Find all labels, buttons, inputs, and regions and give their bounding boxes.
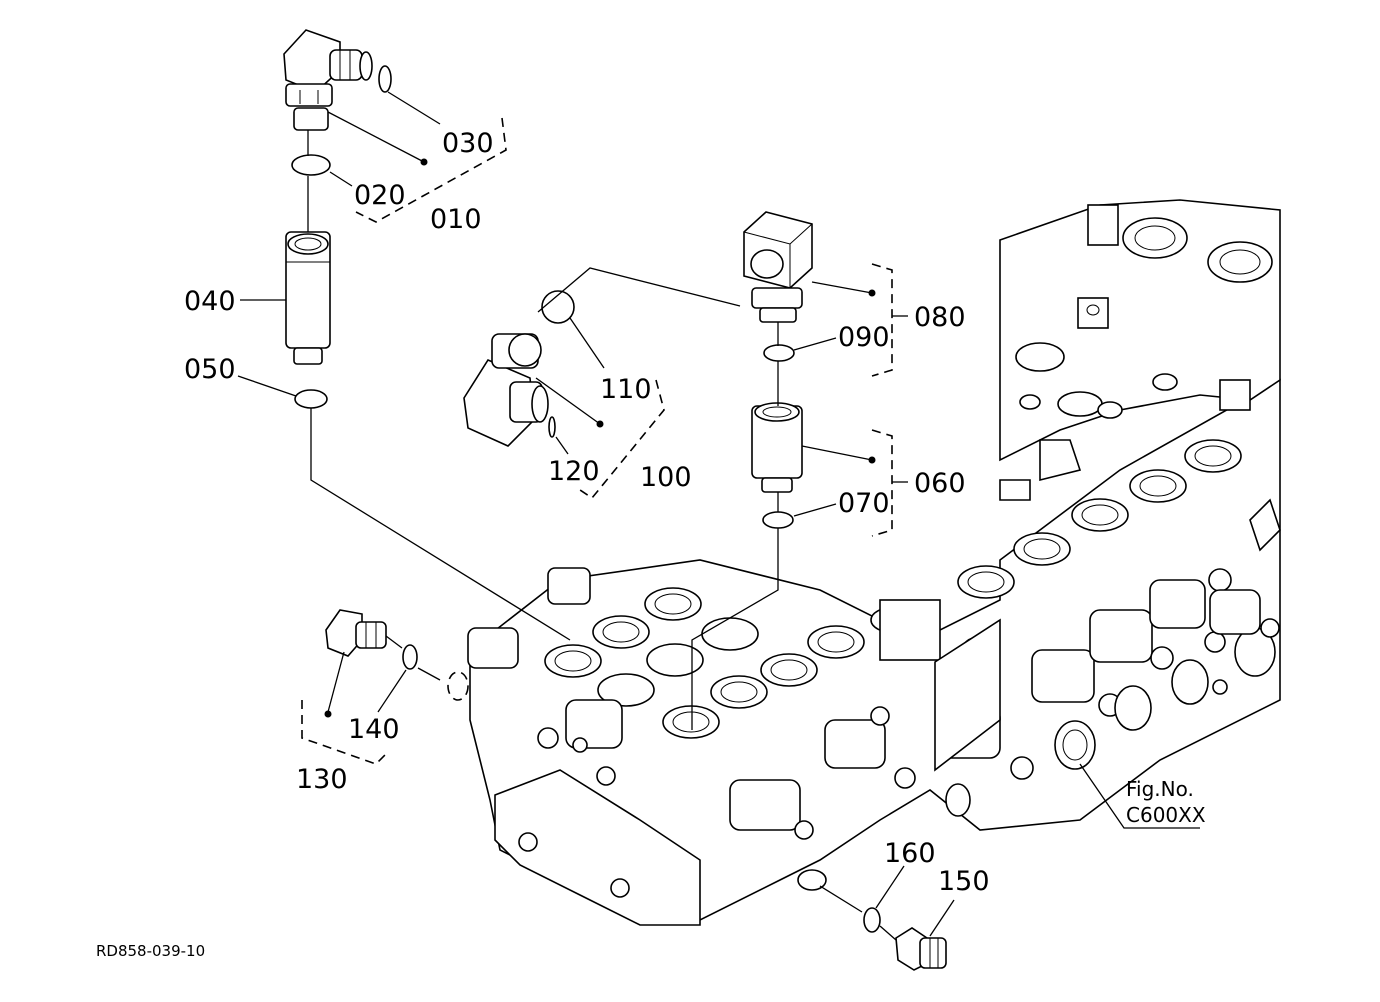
drawing-id: RD858-039-10 xyxy=(96,942,205,960)
callout-050: 050 xyxy=(184,354,236,385)
elbow-fitting-100 xyxy=(463,333,549,447)
adapter-060 xyxy=(751,402,803,493)
callout-060: 060 xyxy=(914,468,966,499)
o-ring-030 xyxy=(378,65,392,93)
callout-010: 010 xyxy=(430,204,482,235)
callout-120: 120 xyxy=(548,456,600,487)
plug-150 xyxy=(895,927,947,971)
callout-130: 130 xyxy=(296,764,348,795)
o-ring-110 xyxy=(541,290,575,324)
figure-reference: Fig.No. C600XX xyxy=(1126,777,1206,827)
elbow-fitting-130 xyxy=(325,609,387,657)
callout-080: 080 xyxy=(914,302,966,333)
callout-100: 100 xyxy=(640,462,692,493)
callout-110: 110 xyxy=(600,374,652,405)
callout-140: 140 xyxy=(348,714,400,745)
adapter-040 xyxy=(285,231,331,365)
callout-labels: 030 020 010 040 050 110 120 100 080 090 … xyxy=(184,128,990,897)
control-valve-assembly xyxy=(447,199,1281,926)
o-ring-020 xyxy=(291,154,331,176)
fig-ref-number: C600XX xyxy=(1126,803,1206,827)
elbow-fitting-010 xyxy=(283,29,373,131)
leader-lines xyxy=(237,91,1200,941)
o-ring-050 xyxy=(294,389,328,409)
callout-150: 150 xyxy=(938,866,990,897)
o-ring-090 xyxy=(763,344,795,362)
o-ring-140 xyxy=(402,644,418,670)
o-ring-120 xyxy=(548,416,556,438)
group-brackets xyxy=(301,117,893,765)
elbow-fitting-080 xyxy=(743,211,813,323)
o-ring-070 xyxy=(762,511,794,529)
callout-160: 160 xyxy=(884,838,936,869)
o-ring-160 xyxy=(863,907,881,933)
callout-040: 040 xyxy=(184,286,236,317)
callout-020: 020 xyxy=(354,180,406,211)
callout-030: 030 xyxy=(442,128,494,159)
callout-070: 070 xyxy=(838,488,890,519)
fig-ref-label: Fig.No. xyxy=(1126,777,1194,801)
callout-090: 090 xyxy=(838,322,890,353)
